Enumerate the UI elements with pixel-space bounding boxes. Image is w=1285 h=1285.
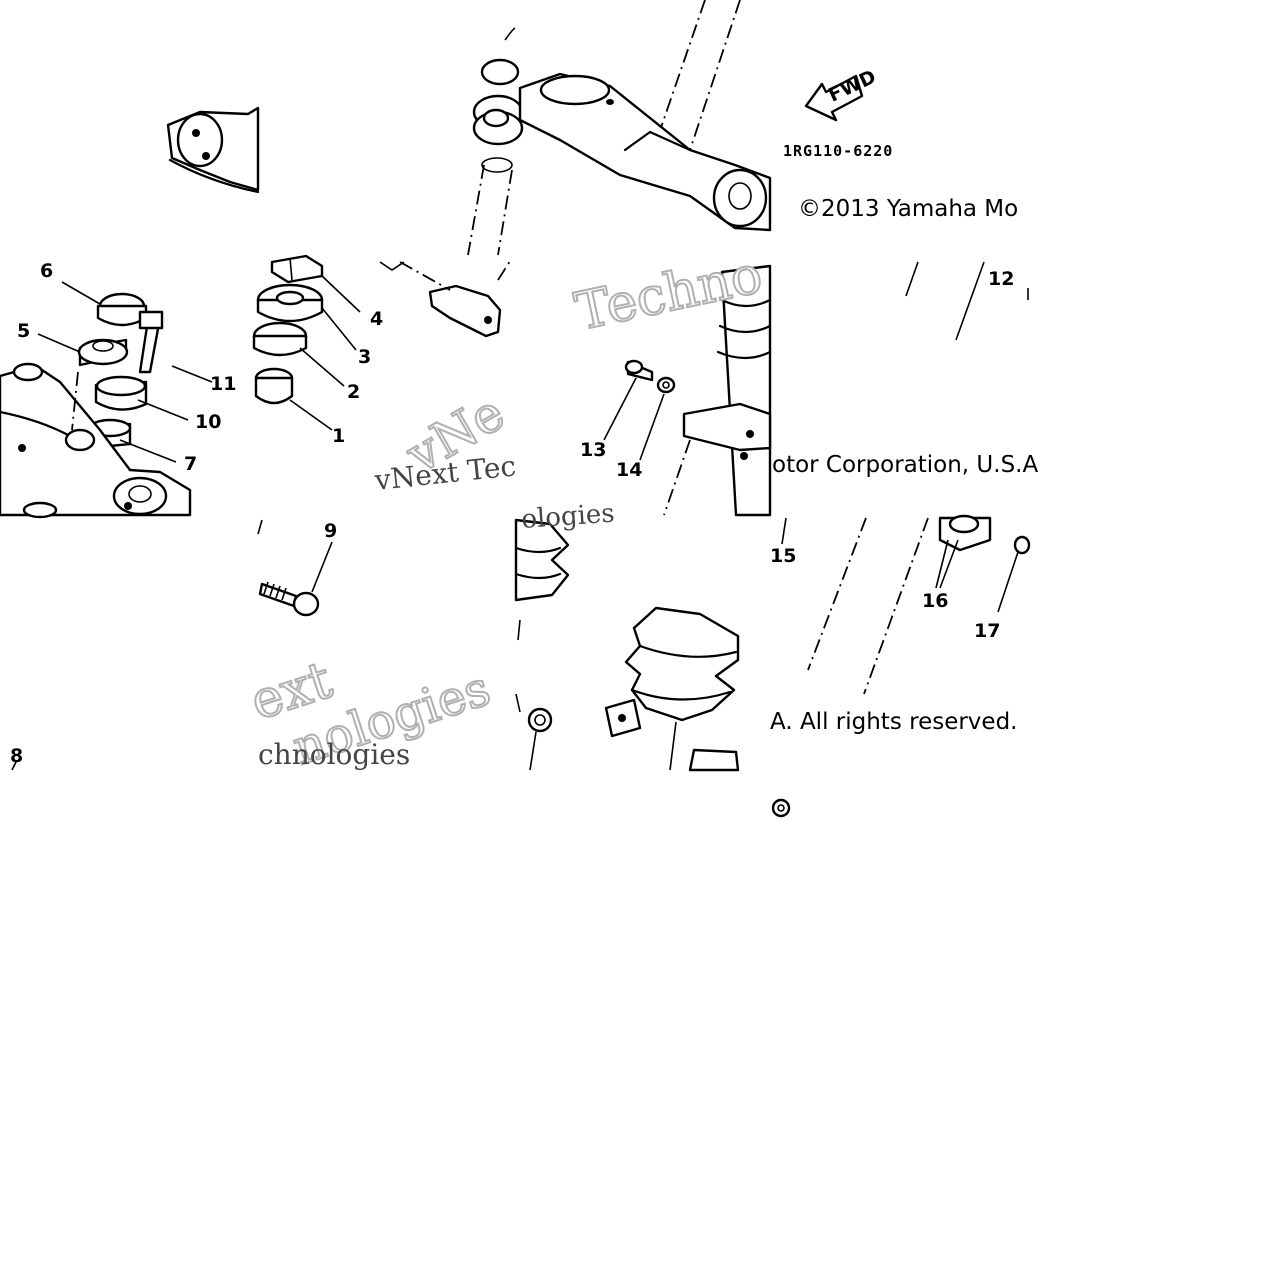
callout-8: 8	[10, 745, 23, 767]
fork-boot-lower	[514, 518, 740, 772]
copyright-line-a: ©2013 Yamaha Mo	[798, 196, 1018, 222]
callout-2: 2	[347, 381, 360, 403]
watermark-7: chnologies	[258, 738, 410, 771]
copyright-line-c: A. All rights reserved.	[770, 709, 1017, 735]
part-code: 1RG110-6220	[783, 142, 893, 160]
callout-3: 3	[358, 346, 371, 368]
callout-7: 7	[184, 453, 197, 475]
callout-16: 16	[922, 590, 948, 612]
callout-4: 4	[370, 308, 383, 330]
callout-9: 9	[324, 520, 337, 542]
callout-1: 1	[332, 425, 345, 447]
callout-5: 5	[17, 320, 30, 342]
callout-6: 6	[40, 260, 53, 282]
callout-15: 15	[770, 545, 796, 567]
lower-bracket-assembly	[0, 281, 213, 519]
lower-left-fragment	[11, 761, 17, 771]
fwd-arrow-icon: FWD	[804, 66, 879, 122]
callout-10: 10	[195, 411, 221, 433]
fork-tube-upper	[603, 264, 772, 517]
upper-crown-bracket	[518, 0, 772, 232]
stem-shaft-fragment	[467, 27, 524, 256]
pinch-bolt-9	[257, 519, 333, 617]
fork-guide-lines-bottom-right	[771, 514, 1031, 818]
callout-13: 13	[580, 439, 606, 461]
fork-guide-lines-right	[905, 261, 1029, 341]
upper-bracket-fragment	[166, 106, 260, 194]
callout-12: 12	[988, 268, 1014, 290]
callout-14: 14	[616, 459, 642, 481]
bearing-stack	[252, 254, 513, 431]
callout-17: 17	[974, 620, 1000, 642]
watermark-4: ologies	[520, 499, 615, 535]
callout-11: 11	[210, 373, 236, 395]
copyright-line-b: otor Corporation, U.S.A	[772, 452, 1038, 478]
